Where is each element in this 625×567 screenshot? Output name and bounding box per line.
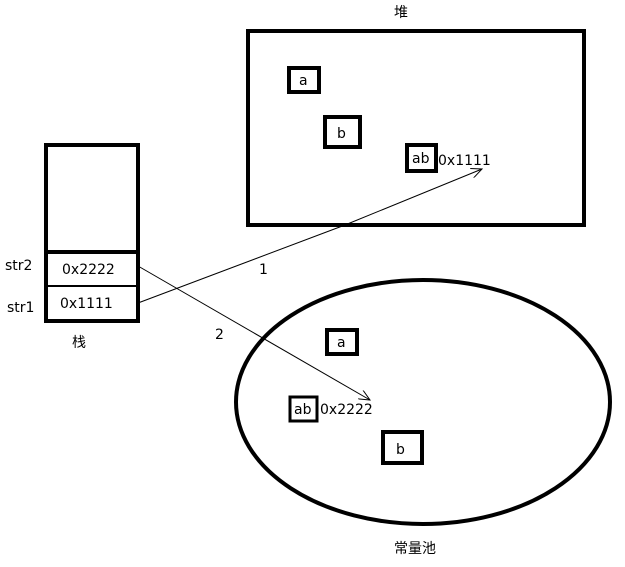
pool-item-b-label: b [396, 442, 405, 458]
stack-value-str1: 0x1111 [60, 296, 113, 312]
stack-region: 栈 str2 0x2222 str1 0x1111 [5, 143, 140, 351]
pool-item-ab-label: ab [294, 402, 312, 418]
pool-item-a-label: a [337, 335, 346, 351]
pool-item-a: a [325, 328, 359, 356]
arrow-1-label: 1 [259, 262, 268, 278]
constant-pool-region: 常量池 a ab 0x2222 b [234, 278, 612, 557]
stack-var-str2: str2 [5, 258, 32, 274]
heap-item-b: b [323, 115, 362, 149]
arrow-2: 2 [137, 265, 370, 400]
heap-item-ab-label: ab [412, 151, 430, 167]
heap-region: 堆 a b ab 0x1111 [246, 5, 586, 227]
pool-item-ab: ab [288, 395, 319, 423]
pool-item-b: b [381, 430, 424, 465]
heap-title: 堆 [394, 5, 408, 21]
arrow-2-label: 2 [215, 327, 224, 343]
pool-title: 常量池 [394, 541, 436, 557]
heap-item-a-label: a [299, 73, 308, 89]
heap-item-b-label: b [337, 126, 346, 142]
stack-value-str2: 0x2222 [62, 262, 115, 278]
heap-item-ab: ab [405, 143, 438, 173]
stack-title: 栈 [72, 335, 86, 351]
heap-ab-address: 0x1111 [438, 153, 491, 169]
stack-var-str1: str1 [7, 300, 34, 316]
heap-item-a: a [287, 66, 321, 94]
arrow-1: 1 [137, 169, 482, 304]
pool-ab-address: 0x2222 [320, 402, 373, 418]
